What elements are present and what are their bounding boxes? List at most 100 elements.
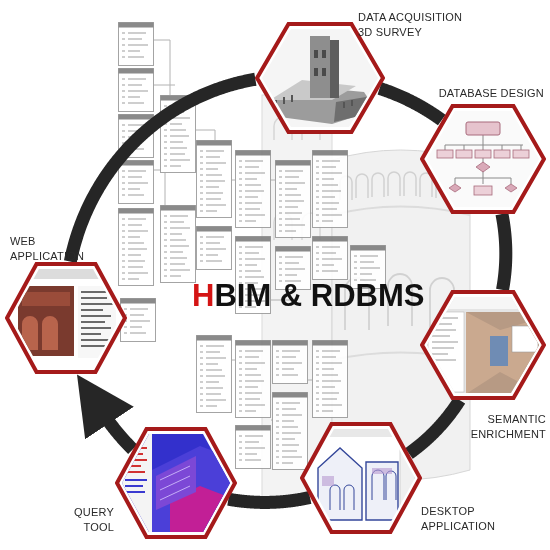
query-rows: [125, 448, 147, 472]
cycle-arrow: [409, 400, 460, 453]
hexagon-border: [7, 264, 125, 372]
tower-openings: [314, 50, 326, 76]
cycle-arrow: [380, 88, 442, 120]
survey-details: [276, 95, 352, 108]
schema-table: [197, 227, 232, 270]
photo-arches: [22, 316, 58, 350]
flow-diamond: [449, 162, 517, 192]
picture-bg: [420, 104, 546, 214]
hexagon-step: DATA ACQUISITION 3D SURVEY: [255, 22, 385, 134]
database-schema: [119, 23, 386, 470]
query-picture: [115, 427, 237, 539]
wall-shadow: [334, 96, 376, 122]
picture-bg: [115, 427, 237, 539]
property-rows: [432, 318, 458, 360]
data-list: [78, 286, 116, 358]
dialog-box: [512, 326, 538, 352]
highlight-element: [490, 336, 508, 366]
hexagon-border: [422, 292, 544, 398]
schema-table: [313, 237, 348, 280]
schema-table: [313, 151, 348, 228]
schema-table: [197, 336, 232, 413]
step-label: WEB APPLICATION: [10, 234, 102, 264]
picture-bg: [255, 22, 385, 134]
building-photo: [18, 286, 74, 356]
step-label: DESKTOP APPLICATION: [421, 504, 521, 534]
schema-table: [273, 393, 308, 470]
hexagon-outline: [420, 104, 546, 214]
data-rows: [81, 292, 113, 346]
picture-bg: [300, 422, 422, 534]
hexagon-step: SEMANTIC ENRICHMENT: [420, 290, 546, 400]
hexagon-border: [257, 24, 383, 132]
hexagon-outline: [5, 262, 127, 374]
survey-picture: [255, 22, 385, 134]
query-rows: [125, 480, 147, 492]
elevation-windows: [330, 470, 396, 510]
schema-table: [313, 341, 348, 418]
schema-table: [119, 209, 154, 286]
flow-box: [456, 150, 472, 158]
hexagon-border: [117, 429, 235, 537]
database-picture: [420, 104, 546, 214]
schema-table: [276, 161, 311, 238]
picture-bg: [5, 262, 127, 374]
diagram-title: HBIM & RDBMS: [192, 278, 412, 314]
schema-table: [273, 341, 308, 384]
flow-box: [494, 150, 510, 158]
hexagon-outline: [255, 22, 385, 134]
hexagon-outline: [420, 290, 546, 400]
schema-table: [119, 161, 154, 204]
schema-table: [236, 341, 271, 418]
hexagon-step: WEB APPLICATION: [5, 262, 127, 374]
model-view: [466, 312, 542, 394]
hexagon-border: [302, 424, 420, 532]
query-result: [170, 486, 226, 532]
cycle-arrow: [103, 413, 133, 449]
hexagon-step: QUERY TOOL: [115, 427, 237, 539]
desktop-picture: [300, 422, 422, 534]
hexagon-outline: [115, 427, 237, 539]
hexagon-outline: [300, 422, 422, 534]
step-label: QUERY TOOL: [58, 505, 114, 535]
property-panel: [428, 312, 464, 392]
schema-table: [161, 206, 196, 283]
mapped-areas: [322, 468, 392, 486]
query-result: [156, 456, 196, 510]
flow-box: [474, 186, 492, 195]
schema-table: [119, 69, 154, 112]
schema-table: [197, 141, 232, 218]
side-panel: [400, 440, 415, 520]
schema-table: [236, 426, 271, 469]
hexagon-step: DESKTOP APPLICATION: [300, 422, 422, 534]
browser-bar: [5, 269, 127, 279]
photo-roof: [22, 292, 70, 306]
enrichment-picture: [420, 290, 546, 400]
hexagon-border: [422, 106, 544, 212]
step-label: SEMANTIC ENRICHMENT: [444, 412, 546, 442]
step-label: DATA ACQUISITION 3D SURVEY: [358, 10, 476, 40]
room-walls: [466, 312, 542, 394]
cycle-arrow: [502, 214, 506, 290]
toolbar: [300, 429, 422, 437]
step-label: DATABASE DESIGN: [420, 86, 544, 101]
toolbar: [420, 297, 546, 309]
hexagon-step: DATABASE DESIGN: [420, 104, 546, 214]
picture-bg: [420, 290, 546, 400]
cycle-arrow: [228, 497, 310, 502]
model-edges: [160, 466, 190, 500]
flow-box: [475, 150, 491, 158]
cycle-arrow: [70, 79, 255, 261]
query-panel: [122, 434, 152, 532]
flow-box: [466, 122, 500, 135]
web-picture: [5, 262, 127, 374]
elevation-drawing: [318, 448, 398, 520]
tower-model: [310, 36, 330, 98]
flow-box: [437, 150, 453, 158]
roof-model: [270, 80, 356, 100]
flow-lines: [445, 135, 523, 184]
schema-table: [119, 23, 154, 66]
